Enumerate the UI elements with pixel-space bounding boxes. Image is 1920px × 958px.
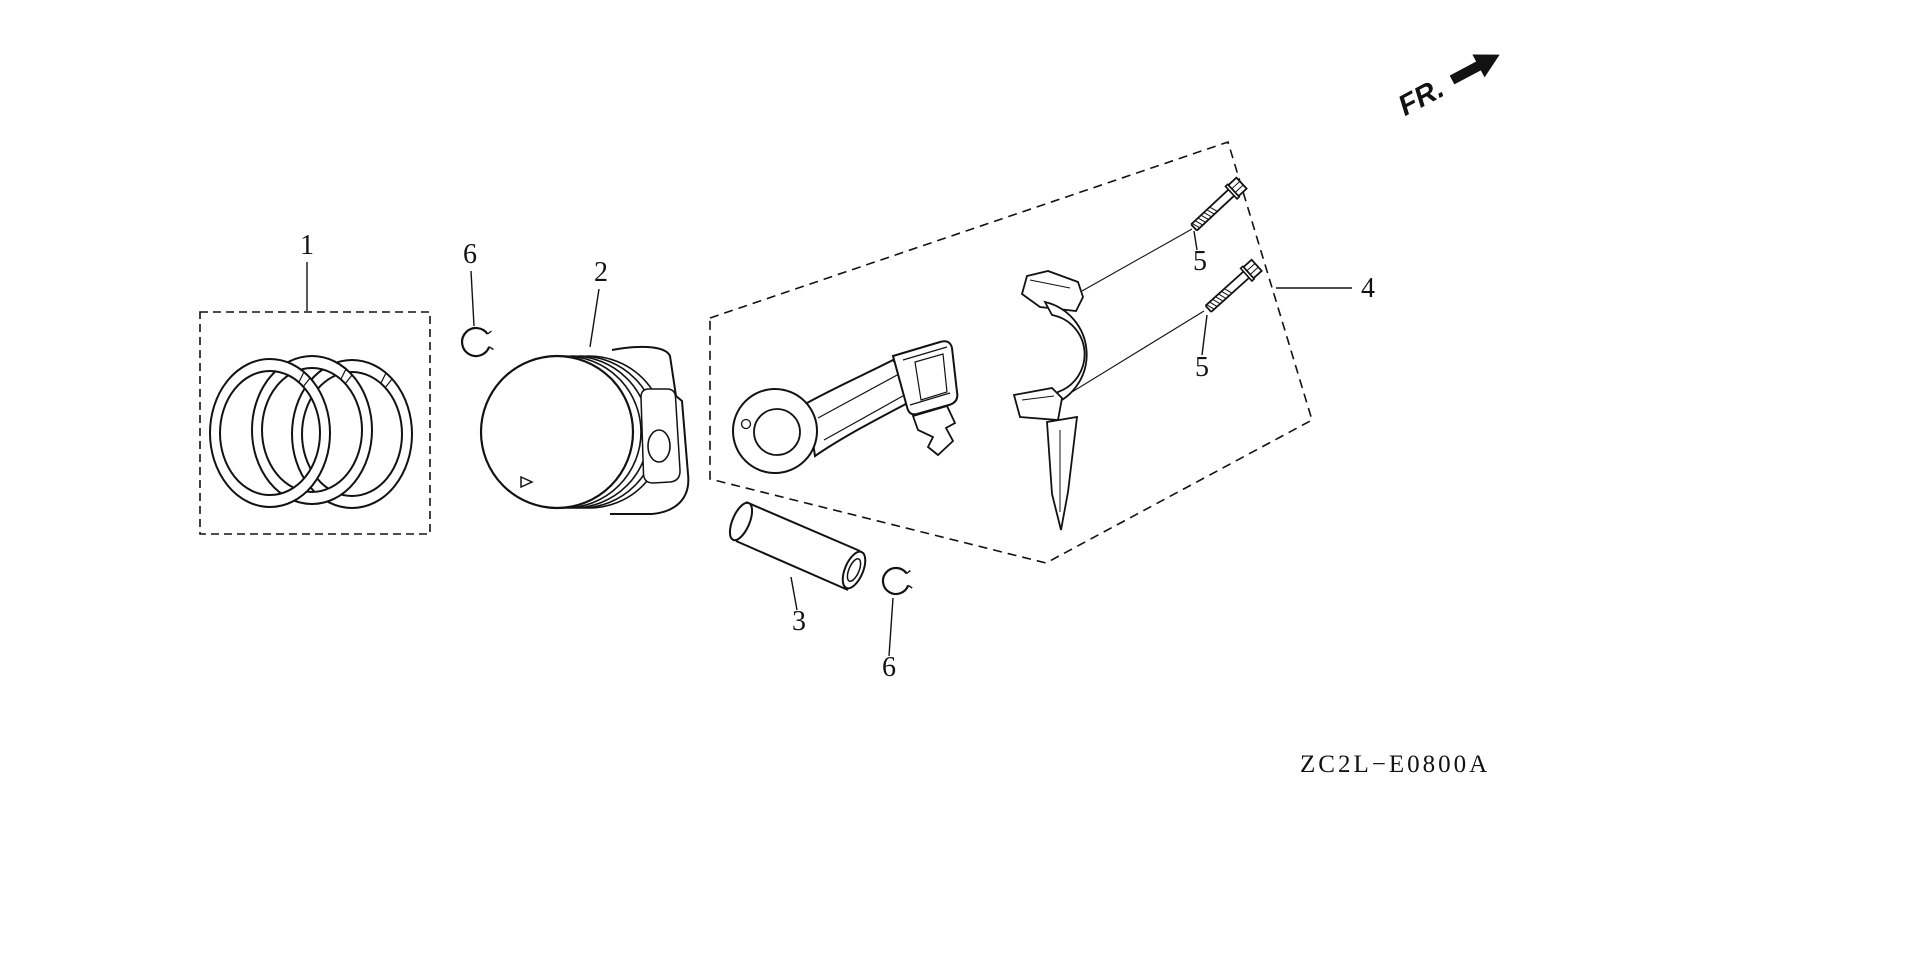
pin-clip-upper-ends	[487, 330, 494, 351]
part2-piston: 2	[479, 257, 690, 515]
front-direction-label: FR.	[1393, 72, 1449, 122]
bolt-upper-shaft-fill	[1191, 189, 1235, 231]
cap-wedge	[1046, 415, 1079, 531]
bolt-upper-shaft	[1190, 188, 1236, 232]
part1-boundary-box	[199, 311, 431, 535]
bolt-lower-axis-line	[1071, 310, 1205, 393]
pin-bore	[846, 558, 862, 582]
bolt-lower-head-facets	[1246, 263, 1259, 275]
front-direction-marker: FR.	[1393, 54, 1500, 123]
pin-body-outline	[735, 501, 861, 591]
pin-clip-lower-ring	[881, 566, 910, 596]
bolt-lower-shaft-fill	[1205, 271, 1250, 312]
piston-ring-left	[208, 358, 332, 508]
rod-shaft-ribs	[817, 373, 911, 441]
cap-upper-block-detail	[1029, 279, 1071, 289]
bolt-lower-shaft	[1204, 270, 1251, 313]
ring-gap-middle	[340, 368, 353, 385]
callout-5-lower-label: 5	[1195, 352, 1209, 383]
callout-6-lower-label: 6	[882, 652, 896, 683]
connecting-rod	[732, 340, 959, 474]
front-direction-arrow-icon	[1449, 54, 1500, 85]
callout-2-leader	[589, 288, 600, 348]
cap-lower-block-detail	[1021, 395, 1055, 401]
piston-notch-mark	[520, 475, 534, 489]
callout-6-upper-leader	[470, 270, 475, 327]
callout-5-upper-label: 5	[1193, 246, 1207, 277]
rod-bolt-hole	[740, 418, 752, 430]
callout-3-label: 3	[792, 606, 806, 637]
part4-boundary-box	[709, 140, 1313, 564]
cap-lower-block	[1012, 387, 1063, 421]
piston-skirt-outline	[610, 345, 690, 515]
callout-2-label: 2	[594, 257, 608, 288]
pin-clip-lower-ends	[906, 570, 913, 589]
part6-pin-clip-lower: 6	[881, 566, 913, 683]
part4-connecting-rod-assembly: 4	[709, 140, 1375, 564]
part3-piston-pin: 3	[728, 501, 867, 637]
part1-piston-ring-set: 1	[199, 230, 431, 535]
part6-pin-clip-upper: 6	[460, 239, 494, 358]
pin-left-end	[728, 501, 754, 542]
bolt-upper-head-facets	[1231, 180, 1244, 193]
callout-1-label: 1	[300, 230, 314, 261]
rod-cap-serration	[911, 404, 957, 457]
bolt-lower-flange	[1239, 265, 1256, 283]
ring-gap-right	[380, 372, 393, 389]
callout-5-lower-leader	[1201, 314, 1208, 356]
rod-big-end-bore	[753, 408, 801, 456]
callout-4-label: 4	[1361, 273, 1375, 304]
pin-clip-upper-ring	[460, 326, 491, 358]
bolt-upper-axis-line	[1081, 228, 1193, 292]
rod-small-end-detail	[902, 346, 951, 406]
bolt-lower-threads	[1206, 288, 1233, 310]
part5-bolt-lower	[1204, 258, 1263, 313]
pin-body-fill	[736, 502, 860, 590]
callout-5-upper-leader	[1193, 230, 1198, 251]
callout-3-leader	[790, 576, 798, 611]
bolt-upper-threads	[1192, 206, 1218, 229]
ring-gap-left	[298, 371, 311, 388]
piston-crown	[479, 354, 635, 510]
bolt-upper-flange	[1224, 183, 1241, 201]
piston-pin-hole	[647, 429, 671, 463]
part5-bolt-upper	[1190, 176, 1248, 232]
diagram-code: ZC2L−E0800A	[1300, 751, 1490, 778]
callout-6-lower-leader	[888, 597, 894, 657]
rod-cap-and-bearing	[1012, 228, 1205, 531]
callout-6-upper-label: 6	[463, 239, 477, 270]
